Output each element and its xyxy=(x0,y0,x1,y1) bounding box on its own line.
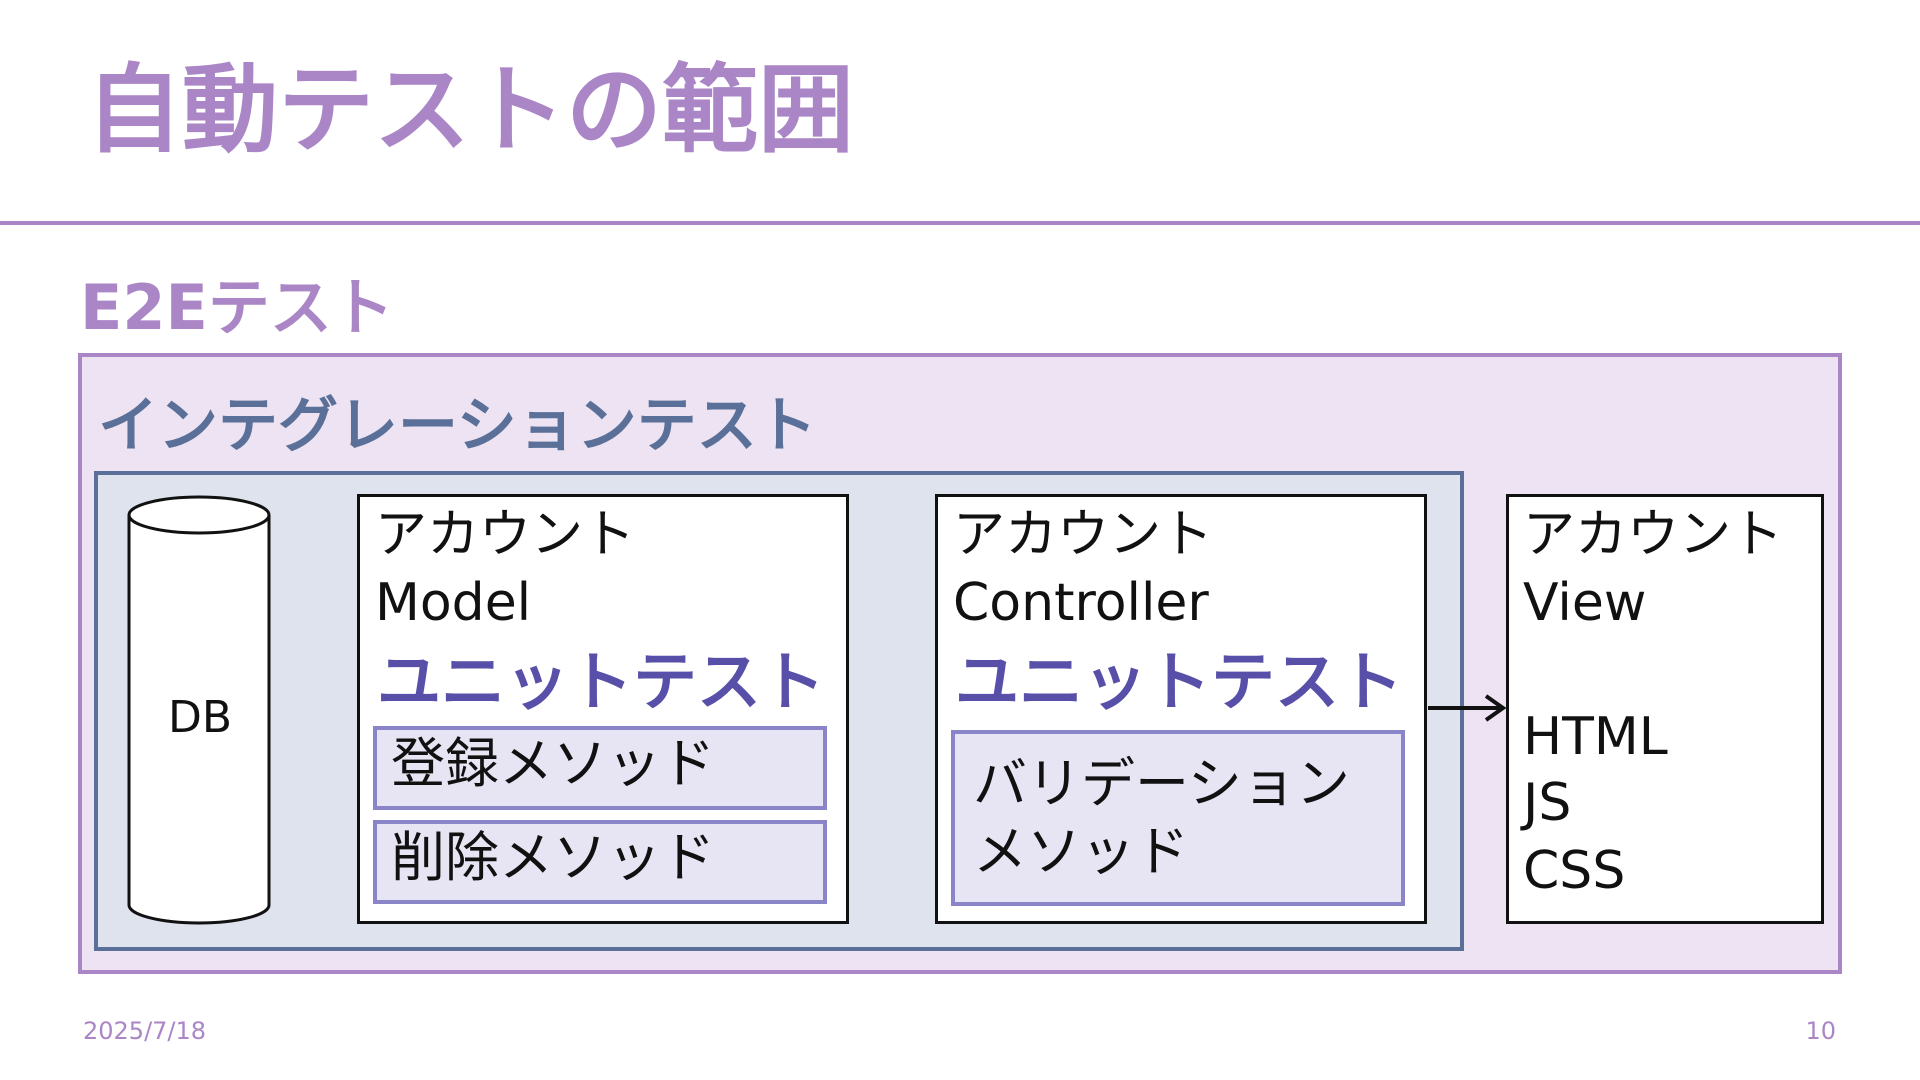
title-divider xyxy=(0,221,1920,225)
view-tech-html: HTML xyxy=(1523,707,1668,767)
e2e-test-label: E2Eテスト xyxy=(80,271,394,344)
validation-method-box: バリデーション メソッド xyxy=(951,730,1405,906)
slide-page-number: 10 xyxy=(1805,1017,1836,1045)
register-method-box: 登録メソッド xyxy=(373,726,827,810)
validation-method-line1: バリデーション xyxy=(973,752,1350,815)
view-tech-js: JS xyxy=(1523,773,1572,833)
db-label: DB xyxy=(167,692,233,743)
model-card-title-line1: アカウント xyxy=(375,505,636,565)
database-cylinder-icon xyxy=(127,495,271,925)
slide-date: 2025/7/18 xyxy=(83,1017,207,1045)
controller-card-title-line2: Controller xyxy=(953,573,1209,633)
controller-card-title-line1: アカウント xyxy=(953,505,1214,565)
delete-method-box: 削除メソッド xyxy=(373,820,827,904)
integration-test-label: インテグレーションテスト xyxy=(98,391,817,461)
view-tech-css: CSS xyxy=(1523,841,1626,901)
controller-unit-test-label: ユニットテスト xyxy=(955,646,1403,720)
model-card-title-line2: Model xyxy=(375,573,532,633)
validation-method-line2: メソッド xyxy=(973,820,1189,883)
arrow-right-icon xyxy=(1428,694,1507,722)
view-card-title-line1: アカウント xyxy=(1523,505,1784,565)
view-card-title-line2: View xyxy=(1523,573,1647,633)
model-unit-test-label: ユニットテスト xyxy=(377,646,825,720)
account-view-card xyxy=(1506,494,1824,924)
slide-title: 自動テストの範囲 xyxy=(86,54,854,166)
